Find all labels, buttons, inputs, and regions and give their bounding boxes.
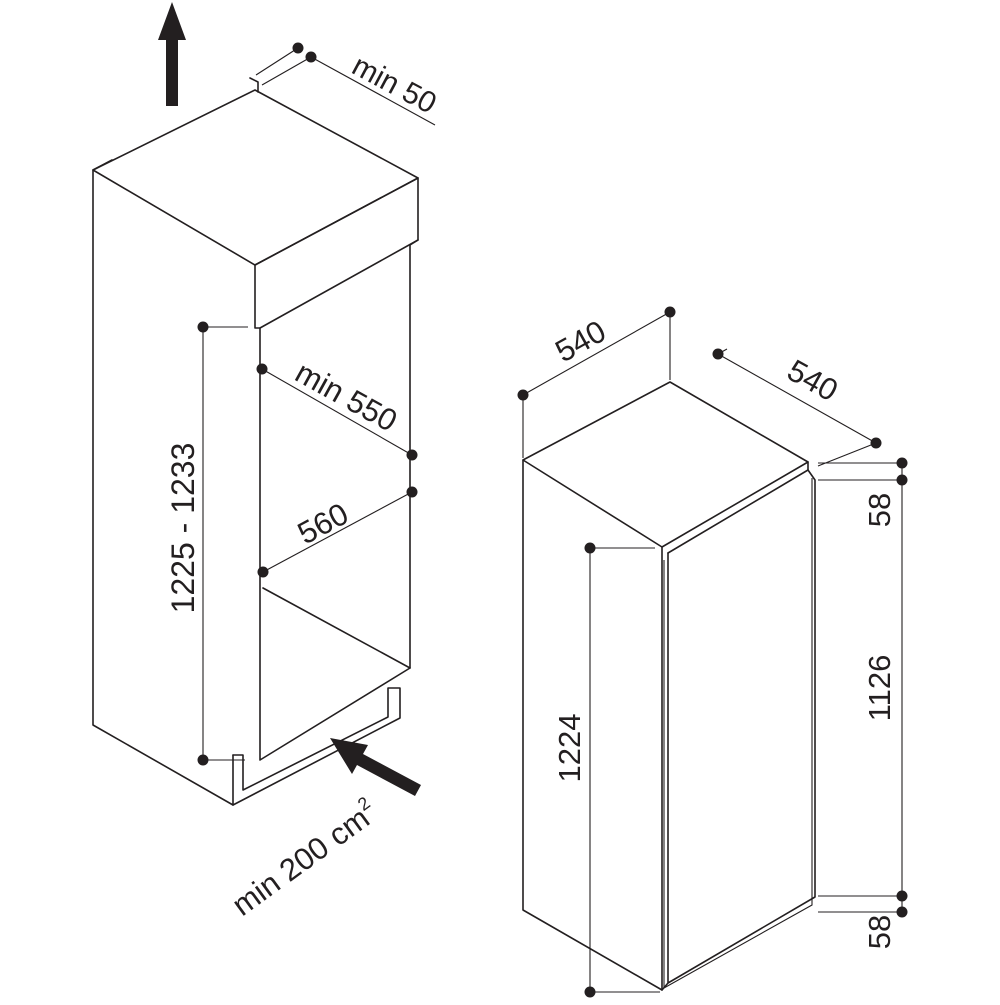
dimension-dot [870, 437, 882, 449]
cabinet-front-panel [254, 177, 419, 329]
appliance-bottom-offset-label: 58 [862, 915, 897, 949]
cabinet-top-plate [92, 89, 419, 266]
appliance-door-height-label: 1126 [862, 655, 897, 722]
appliance-right-dimension-line [818, 462, 903, 913]
appliance-door [661, 469, 816, 991]
top-clearance-label: min 50 [347, 49, 442, 120]
niche-width-label: 560 [292, 496, 354, 551]
dimension-dot [584, 542, 596, 554]
dimension-dot [584, 986, 596, 998]
appliance-height-dimension-line [589, 547, 660, 993]
dimension-dot [896, 457, 908, 469]
dimension-dot [517, 389, 529, 401]
appliance-top-face [522, 381, 809, 548]
dimension-dot [305, 51, 317, 63]
dimension-dot [197, 321, 209, 333]
appliance-width-dimension-line [522, 311, 671, 458]
appliance-top-offset-label: 58 [862, 493, 897, 527]
width-dimension-line [262, 491, 413, 573]
air-outlet-arrow-icon [158, 2, 186, 106]
dimension-dot [197, 754, 209, 766]
dimension-dot [406, 449, 418, 461]
appliance-side [522, 459, 663, 991]
niche-height-label: 1225 - 1233 [165, 443, 201, 614]
niche-depth-label: min 550 [290, 355, 403, 439]
ventilation-label: min 200 cm2 [224, 793, 383, 923]
appliance-width-label: 540 [549, 313, 611, 369]
dimension-dot [896, 906, 908, 918]
depth-dimension-line [261, 368, 413, 456]
appliance: 540 540 1224 58 1126 58 [517, 306, 908, 998]
dimension-dot [896, 474, 908, 486]
cabinet-top-slot [249, 77, 259, 93]
appliance-depth-label: 540 [782, 353, 844, 409]
niche-floor [262, 587, 411, 669]
appliance-height-label: 1224 [552, 714, 587, 783]
height-extension-lines [203, 326, 248, 761]
cabinet-left-face [92, 159, 234, 806]
cabinet-plinth [232, 687, 401, 806]
top-clearance-extension-lines [255, 47, 436, 126]
niche-cabinet: min 50 1225 - 1233 min 550 560 min 200 c… [92, 2, 442, 923]
appliance-door-edge [663, 478, 813, 989]
appliance-top-edge [667, 461, 809, 554]
dimension-dot [256, 363, 268, 375]
dimension-dot [257, 566, 269, 578]
air-inlet-arrow-icon [330, 738, 421, 796]
dimension-dot [664, 306, 676, 318]
dimension-dot [292, 42, 304, 54]
dimension-dot [406, 486, 418, 498]
dimension-dot [712, 348, 724, 360]
dimension-dot [896, 890, 908, 902]
